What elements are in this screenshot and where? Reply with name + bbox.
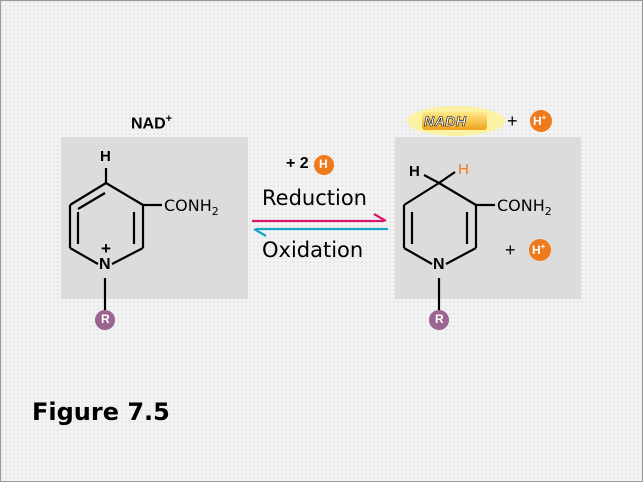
oxidation-label: Oxidation — [262, 238, 364, 262]
r-group-left-circle — [95, 310, 115, 330]
r-group-right: R — [435, 312, 444, 326]
nadh-conh2-group: CONH2 — [497, 196, 552, 219]
nad-h-atom: H — [100, 148, 111, 165]
plus-sign-right: + — [505, 240, 516, 260]
h-plus-circle-top — [530, 110, 552, 132]
nad-conh2-group: CONH2 — [164, 196, 219, 219]
nadh-ring — [402, 171, 495, 310]
plus-sign-top: + — [507, 111, 518, 131]
r-group-right-circle — [429, 310, 449, 330]
h-plus-circle-right — [529, 239, 551, 261]
nadh-h-atom-added: H — [458, 161, 469, 178]
h-atom-circle-reagent — [314, 155, 334, 175]
nadh-panel — [395, 137, 581, 299]
nad-plus-ring — [68, 168, 162, 310]
nad-plus-panel — [61, 137, 248, 299]
nad-charge-plus: + — [101, 239, 111, 258]
nad-nitrogen-atom: N — [99, 256, 111, 273]
nad-plus-label: NAD+ — [131, 113, 173, 133]
nadh-label: NADH — [424, 113, 467, 130]
h-plus-top: H+ — [533, 113, 547, 128]
h-plus-right: H+ — [532, 242, 546, 257]
nadh-nitrogen-atom: N — [433, 256, 445, 273]
r-group-left: R — [101, 312, 110, 326]
nadh-h-atom-left: H — [409, 163, 420, 180]
plus-2-label: + 2 — [286, 155, 309, 172]
reduction-label: Reduction — [262, 186, 367, 210]
oxidation-arrow — [253, 227, 388, 237]
figure-caption: Figure 7.5 — [32, 398, 170, 426]
nadh-highlight — [422, 112, 487, 130]
reduction-arrow — [252, 213, 387, 223]
h-atom-reagent: H — [319, 157, 328, 171]
